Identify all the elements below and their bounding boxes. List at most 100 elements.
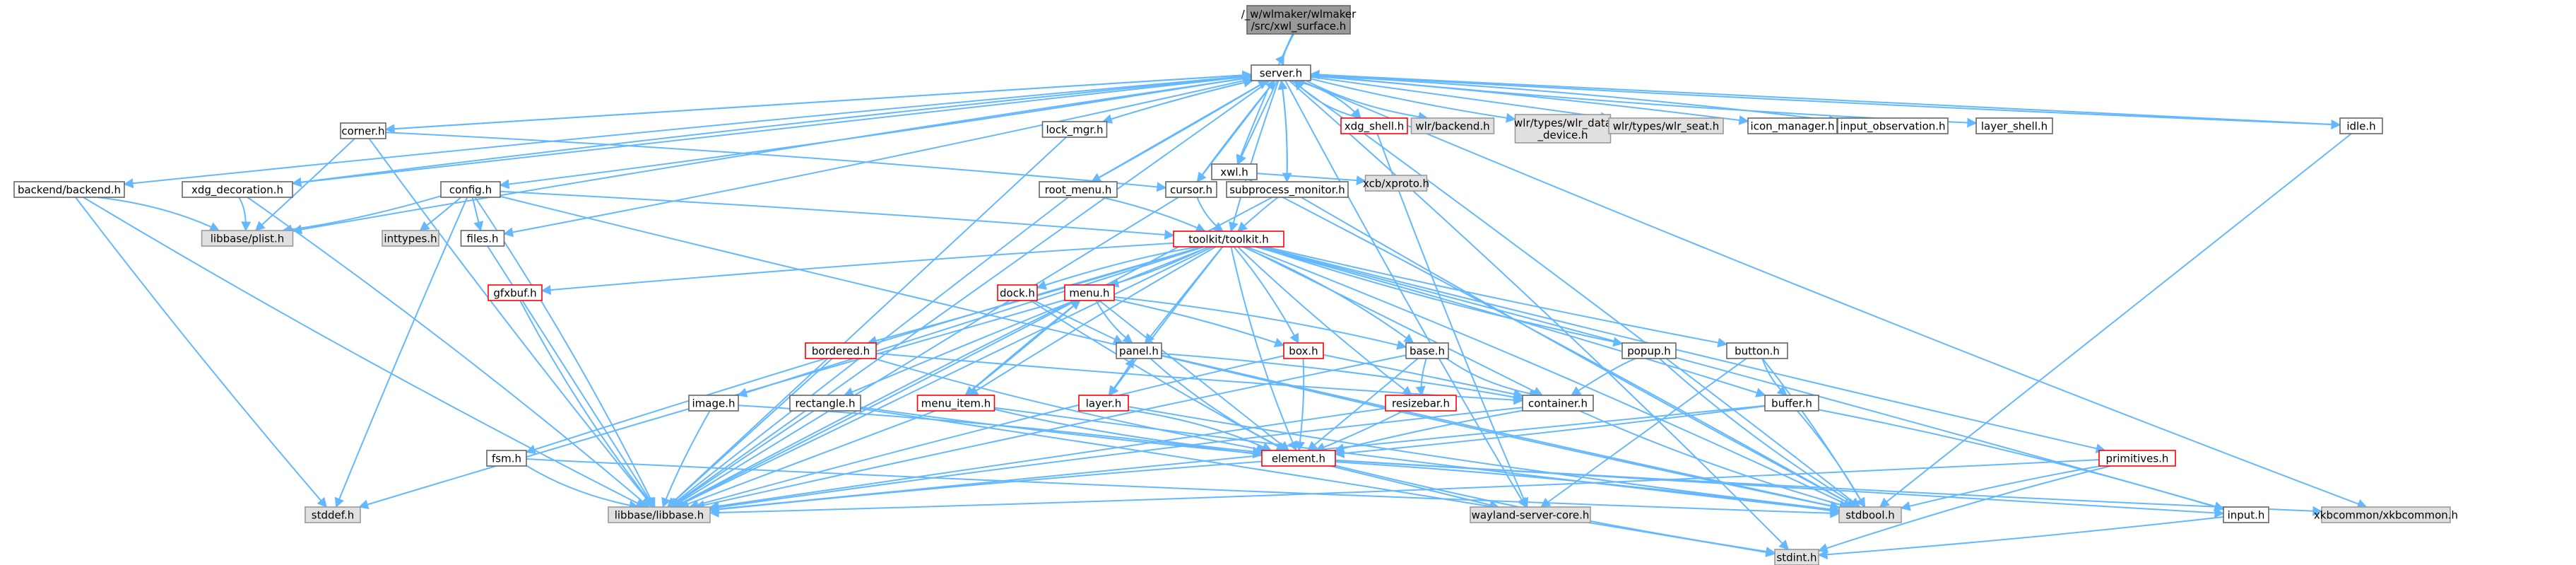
node-lock_mgr[interactable]: lock_mgr.h	[1041, 121, 1108, 138]
node-button[interactable]: button.h	[1726, 342, 1788, 359]
node-label: icon_manager.h	[1751, 120, 1835, 134]
node-inttypes[interactable]: inttypes.h	[382, 230, 439, 247]
node-label: /_w/wlmaker/wlmaker	[1241, 8, 1357, 21]
node-wlr_backend[interactable]: wlr/backend.h	[1410, 117, 1495, 134]
node-xwl[interactable]: xwl.h	[1211, 163, 1258, 180]
node-rectangle[interactable]: rectangle.h	[789, 395, 861, 412]
node-xdg_shell[interactable]: xdg_shell.h	[1340, 117, 1408, 134]
node-fsm[interactable]: fsm.h	[486, 450, 527, 467]
edge-gfxbuf-to-libbase	[519, 300, 655, 508]
node-label: _device.h	[1537, 129, 1588, 142]
edge-box-to-libbase	[688, 355, 1284, 510]
node-icon_manager[interactable]: icon_manager.h	[1747, 117, 1838, 134]
node-box	[1410, 117, 1495, 134]
node-corner[interactable]: corner.h	[340, 122, 386, 139]
node-stdint[interactable]: stdint.h	[1774, 549, 1819, 565]
edge-toolkit-to-image	[737, 246, 1205, 397]
node-label: wlr/backend.h	[1415, 120, 1489, 133]
node-label: lock_mgr.h	[1046, 124, 1104, 137]
node-box	[2321, 506, 2451, 523]
node-config[interactable]: config.h	[440, 181, 501, 198]
node-libbase[interactable]: libbase/libbase.h	[608, 506, 711, 523]
node-root[interactable]: /_w/wlmaker/wlmaker/src/xwl_surface.h	[1241, 5, 1357, 35]
node-label: xdg_shell.h	[1345, 120, 1405, 134]
node-backend[interactable]: backend/backend.h	[13, 181, 125, 198]
edge-panel-to-element	[1150, 358, 1288, 451]
node-box	[1064, 284, 1115, 301]
node-menu[interactable]: menu.h	[1064, 284, 1115, 301]
edge-base-to-resizebar	[1415, 358, 1427, 397]
node-popup[interactable]: popup.h	[1621, 342, 1677, 359]
node-cursor[interactable]: cursor.h	[1165, 181, 1217, 198]
edge-corner-to-cursor	[385, 132, 1167, 192]
node-dock[interactable]: dock.h	[997, 284, 1038, 301]
edge-bordered-to-libbase	[667, 358, 833, 508]
node-label: idle.h	[2346, 120, 2375, 133]
edge-server-to-xdg_decoration	[291, 75, 1252, 187]
node-container[interactable]: container.h	[1522, 395, 1594, 412]
node-primitives[interactable]: primitives.h	[2098, 450, 2176, 467]
node-box	[1251, 64, 1311, 81]
node-layer[interactable]: layer.h	[1078, 395, 1129, 412]
node-wayland[interactable]: wayland-server-core.h	[1470, 506, 1591, 523]
node-box	[1514, 114, 1612, 144]
edge-button-to-wayland	[1540, 358, 1747, 508]
node-server[interactable]: server.h	[1251, 64, 1311, 81]
node-buffer[interactable]: buffer.h	[1764, 395, 1819, 412]
node-wlr_data_device[interactable]: wlr/types/wlr_data_device.h	[1514, 114, 1612, 144]
edge-fsm-to-stdbool	[526, 458, 1841, 518]
node-label: subprocess_monitor.h	[1229, 184, 1345, 197]
node-stddef[interactable]: stddef.h	[305, 506, 361, 523]
node-gfxbuf[interactable]: gfxbuf.h	[488, 284, 543, 301]
node-box	[1364, 175, 1428, 192]
edge-idle-to-server	[1309, 69, 2341, 126]
edge-server-to-plist	[292, 76, 1252, 235]
edge-corner-to-libbase	[368, 138, 654, 508]
node-input_observation[interactable]: input_observation.h	[1837, 117, 1949, 134]
node-box	[1340, 117, 1408, 134]
node-image[interactable]: image.h	[688, 395, 739, 412]
node-box	[1173, 231, 1284, 247]
node-box	[486, 450, 527, 467]
edge-buffer-to-input	[1818, 409, 2225, 512]
node-label: server.h	[1260, 67, 1302, 80]
edge-toolkit-to-primitives	[1260, 246, 2106, 454]
node-label: libbase/libbase.h	[615, 509, 704, 522]
node-box	[488, 284, 543, 301]
edge-primitives-to-libbase	[709, 459, 2100, 518]
node-panel[interactable]: panel.h	[1116, 342, 1162, 359]
edge-config-to-stddef	[334, 197, 468, 508]
node-base[interactable]: base.h	[1405, 342, 1449, 359]
node-element[interactable]: element.h	[1261, 450, 1336, 467]
node-xcb[interactable]: xcb/xproto.h	[1363, 175, 1429, 192]
node-box	[1726, 342, 1788, 359]
edge-cursor-to-toolkit	[1196, 197, 1224, 232]
node-xkbcommon[interactable]: xkbcommon/xkbcommon.h	[2314, 506, 2458, 523]
node-idle[interactable]: idle.h	[2339, 117, 2383, 134]
node-box	[608, 506, 711, 523]
node-bordered[interactable]: bordered.h	[805, 342, 877, 359]
node-subprocess_monitor[interactable]: subprocess_monitor.h	[1226, 181, 1349, 198]
edge-toolkit-to-menu_item	[968, 246, 1217, 396]
edge-rectangle-to-stdint	[860, 407, 1776, 557]
edge-bordered-to-container	[875, 352, 1524, 405]
node-resizebar[interactable]: resizebar.h	[1385, 395, 1457, 412]
node-input[interactable]: input.h	[2223, 506, 2269, 523]
edge-server-to-stdint	[1289, 80, 1790, 550]
edge-config-to-plist	[281, 195, 442, 235]
edge-toolkit-to-layer	[1109, 246, 1224, 397]
node-box[interactable]: box.h	[1283, 342, 1324, 359]
edge-cursor-to-server	[1196, 79, 1276, 182]
edge-server-to-wlr_backend	[1306, 80, 1429, 122]
node-toolkit[interactable]: toolkit/toolkit.h	[1173, 231, 1284, 247]
node-files[interactable]: files.h	[460, 230, 505, 247]
node-plist[interactable]: libbase/plist.h	[201, 230, 294, 247]
edge-fsm-to-libbase	[526, 465, 639, 511]
node-root_menu[interactable]: root_menu.h	[1039, 181, 1118, 198]
node-stdbool[interactable]: stdbool.h	[1838, 506, 1902, 523]
node-menu_item[interactable]: menu_item.h	[916, 395, 995, 412]
edge-element-to-wayland	[1330, 465, 1500, 510]
node-layer_shell[interactable]: layer_shell.h	[1975, 117, 2053, 134]
node-wlr_seat[interactable]: wlr/types/wlr_seat.h	[1608, 117, 1724, 134]
node-xdg_decoration[interactable]: xdg_decoration.h	[182, 181, 293, 198]
